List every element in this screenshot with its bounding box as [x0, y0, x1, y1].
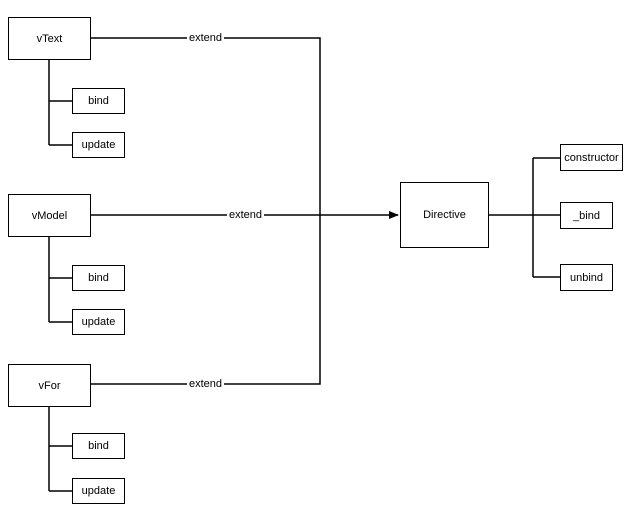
vfor-method-connector: [48, 407, 72, 492]
method-name: update: [81, 139, 116, 151]
method-box-vmodel-update: update: [72, 309, 125, 335]
class-box-vmodel: vModel: [8, 194, 91, 237]
directive-method-connector: [489, 157, 560, 278]
method-name: update: [81, 485, 116, 497]
method-box-vtext-update: update: [72, 132, 125, 158]
class-name: Directive: [423, 209, 466, 221]
class-name: vText: [36, 32, 63, 45]
method-box-vfor-update: update: [72, 478, 125, 504]
edge-label-vfor: extend: [187, 378, 225, 390]
method-name: bind: [88, 272, 109, 284]
method-name: update: [81, 316, 116, 328]
method-box-vtext-bind: bind: [72, 88, 125, 114]
method-name: _bind: [573, 209, 600, 222]
method-box-unbind: unbind: [560, 264, 613, 291]
method-name: constructor: [564, 151, 619, 164]
vfor-extend-line: [91, 215, 321, 385]
method-box-bind: _bind: [560, 202, 613, 229]
class-box-directive: Directive: [400, 182, 489, 248]
method-name: unbind: [569, 271, 604, 284]
vtext-extend-line: [91, 37, 321, 215]
method-box-vfor-bind: bind: [72, 433, 125, 459]
class-box-vtext: vText: [8, 17, 91, 60]
edge-label-vmodel: extend: [227, 209, 265, 221]
class-name: vFor: [38, 379, 61, 392]
method-name: bind: [88, 440, 109, 452]
method-box-constructor: constructor: [560, 144, 623, 171]
class-name: vModel: [31, 209, 68, 222]
class-box-vfor: vFor: [8, 364, 91, 407]
method-name: bind: [88, 95, 109, 107]
method-box-vmodel-bind: bind: [72, 265, 125, 291]
vmodel-method-connector: [48, 237, 72, 323]
edge-label-vtext: extend: [187, 32, 225, 44]
vtext-method-connector: [48, 60, 72, 146]
